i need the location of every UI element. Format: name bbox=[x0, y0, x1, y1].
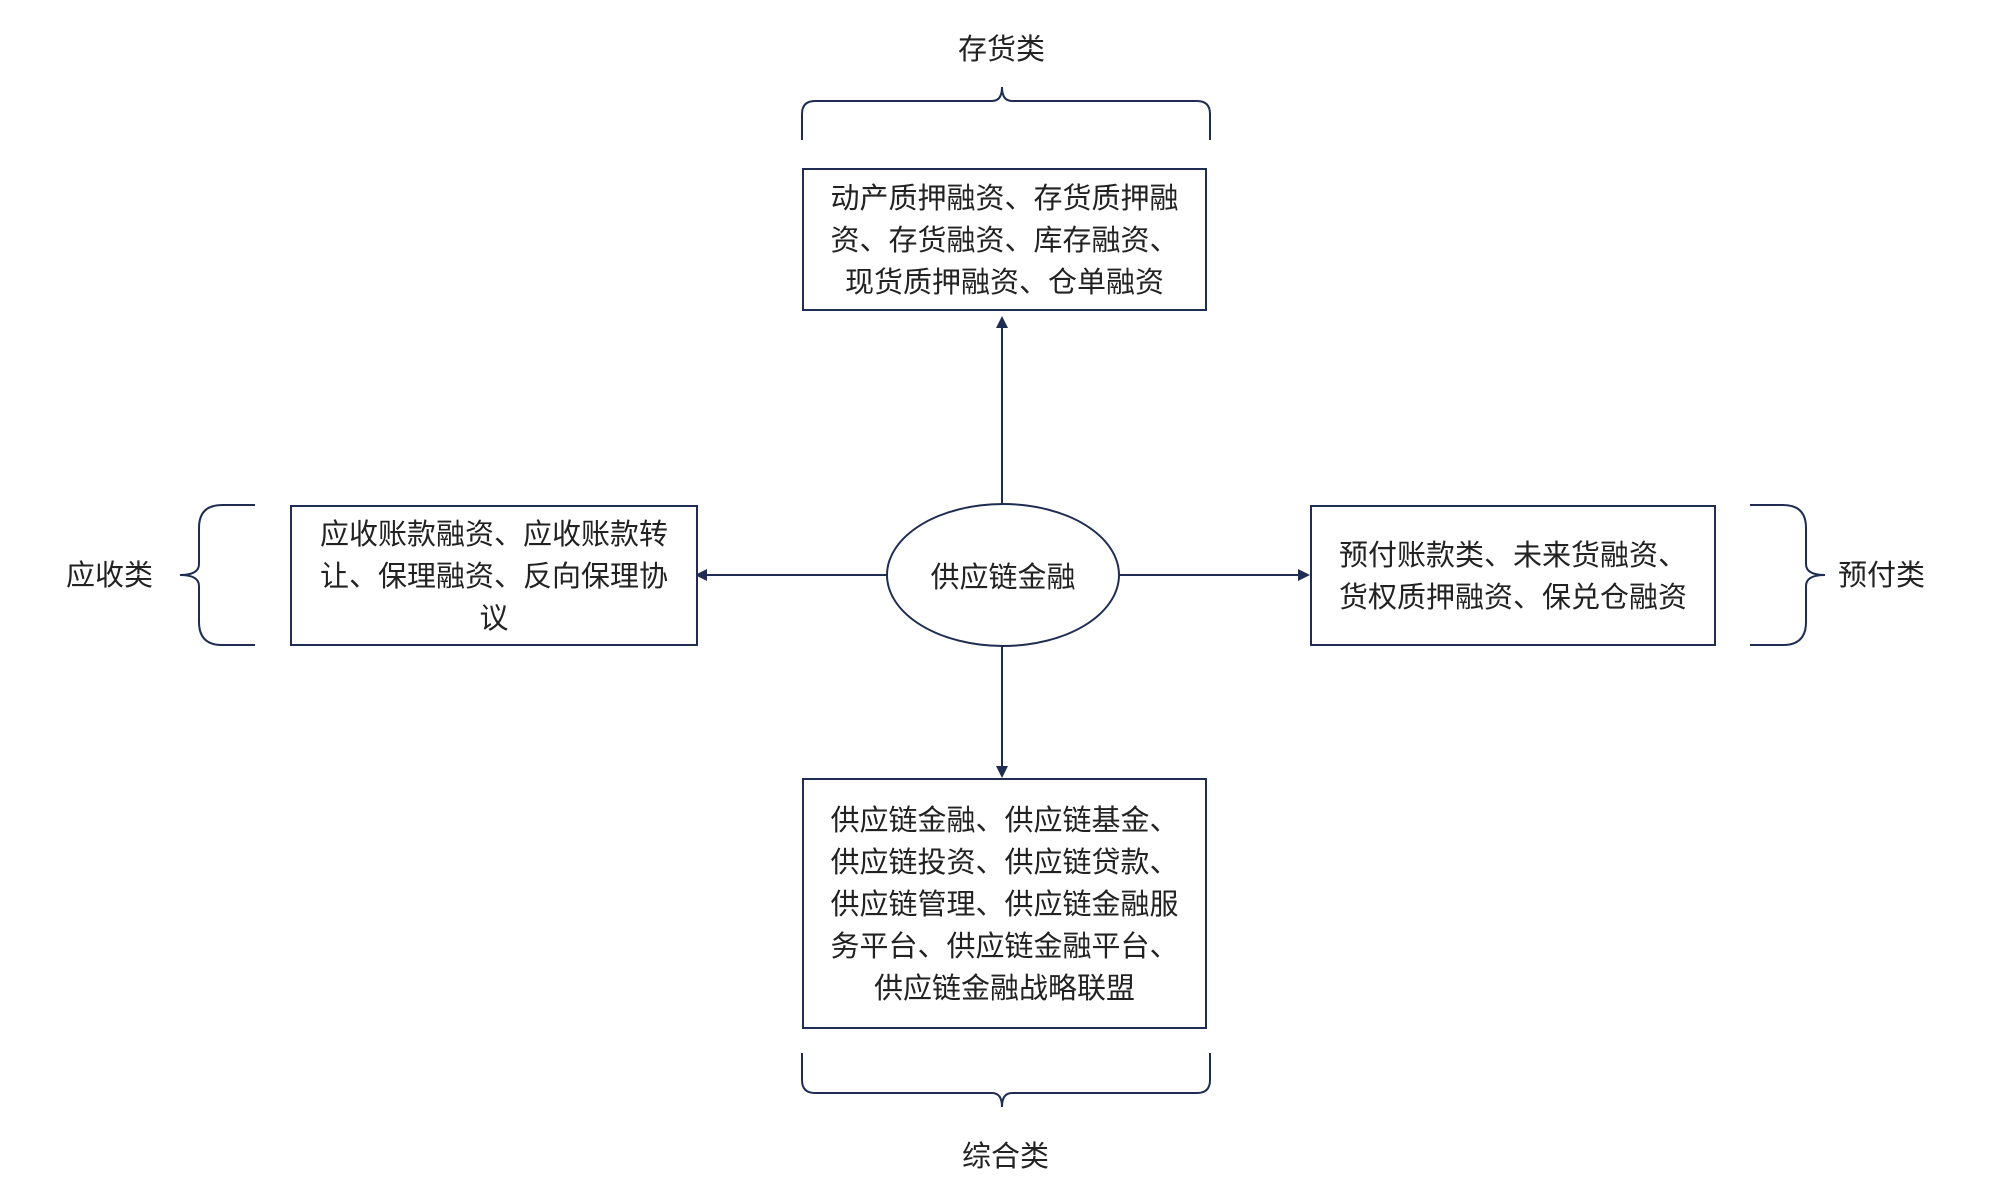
top-box: 动产质押融资、存货质押融 资、存货融资、库存融资、 现货质押融资、仓单融资 bbox=[802, 168, 1207, 311]
right-category-label: 预付类 bbox=[1838, 558, 1926, 592]
left-brace bbox=[179, 504, 255, 646]
center-node: 供应链金融 bbox=[886, 503, 1120, 647]
top-box-line: 资、存货融资、库存融资、 bbox=[830, 222, 1179, 257]
bottom-box: 供应链金融、供应链基金、 供应链投资、供应链贷款、 供应链管理、供应链金融服 务… bbox=[802, 778, 1207, 1029]
top-category-label: 存货类 bbox=[958, 32, 1046, 66]
right-box-line: 预付账款类、未来货融资、 bbox=[1338, 537, 1687, 572]
left-box-line: 议 bbox=[479, 600, 509, 635]
center-node-label: 供应链金融 bbox=[930, 560, 1076, 594]
bottom-box-line: 供应链金融战略联盟 bbox=[873, 970, 1135, 1005]
left-box-line: 让、保理融资、反向保理协 bbox=[319, 558, 668, 593]
right-box-text: 预付账款类、未来货融资、 货权质押融资、保兑仓融资 bbox=[1339, 534, 1687, 618]
bottom-box-line: 供应链管理、供应链金融服 bbox=[830, 886, 1179, 921]
top-box-text: 动产质押融资、存货质押融 资、存货融资、库存融资、 现货质押融资、仓单融资 bbox=[830, 177, 1178, 303]
right-box: 预付账款类、未来货融资、 货权质押融资、保兑仓融资 bbox=[1310, 505, 1716, 646]
bottom-category-label: 综合类 bbox=[962, 1139, 1050, 1173]
bottom-brace bbox=[801, 1053, 1211, 1108]
left-box-text: 应收账款融资、应收账款转 让、保理融资、反向保理协 议 bbox=[320, 513, 668, 639]
top-box-line: 动产质押融资、存货质押融 bbox=[830, 180, 1179, 215]
bottom-box-line: 务平台、供应链金融平台、 bbox=[830, 928, 1179, 963]
bottom-box-text: 供应链金融、供应链基金、 供应链投资、供应链贷款、 供应链管理、供应链金融服 务… bbox=[830, 799, 1178, 1009]
top-box-line: 现货质押融资、仓单融资 bbox=[844, 264, 1164, 299]
bottom-box-line: 供应链投资、供应链贷款、 bbox=[830, 844, 1179, 879]
right-brace bbox=[1750, 504, 1826, 646]
left-box: 应收账款融资、应收账款转 让、保理融资、反向保理协 议 bbox=[290, 505, 698, 646]
bottom-box-line: 供应链金融、供应链基金、 bbox=[830, 802, 1179, 837]
top-brace bbox=[801, 86, 1211, 140]
right-box-line: 货权质押融资、保兑仓融资 bbox=[1338, 579, 1687, 614]
left-box-line: 应收账款融资、应收账款转 bbox=[319, 516, 668, 551]
left-category-label: 应收类 bbox=[66, 558, 154, 592]
